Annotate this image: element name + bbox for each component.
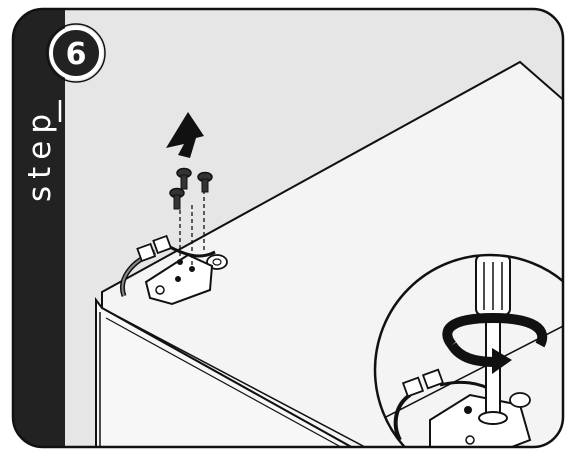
step-label: step bbox=[22, 107, 58, 202]
rotation-arrow-icon bbox=[442, 312, 548, 374]
step-badge: 6 bbox=[46, 23, 106, 83]
screw-icon bbox=[169, 167, 213, 210]
panel-frame bbox=[11, 7, 565, 449]
up-arrow-icon bbox=[166, 112, 204, 158]
step-sidebar bbox=[13, 9, 65, 447]
screwdriver-icon bbox=[475, 255, 511, 425]
wire-harness bbox=[120, 234, 216, 297]
step-number: 6 bbox=[66, 37, 87, 72]
appliance-front bbox=[95, 297, 384, 447]
screw-guide-lines bbox=[179, 190, 205, 269]
